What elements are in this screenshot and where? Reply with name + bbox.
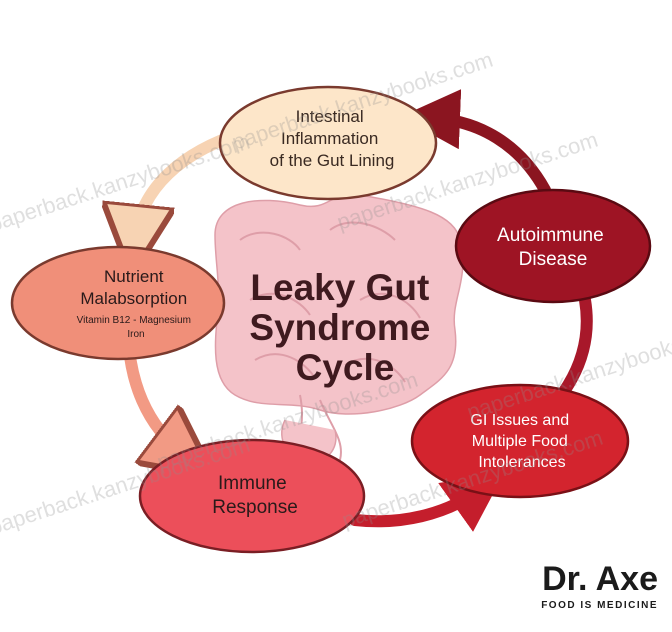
svg-text:GI Issues and Multiple F: GI Issues and Multiple Food Intolerances [470, 412, 573, 471]
node-gi-line-1: GI Issues and [470, 412, 569, 429]
brand-tagline: FOOD IS MEDICINE [541, 600, 658, 611]
node-nutrient-line-1: Nutrient [104, 267, 164, 286]
node-autoimmune-line-2: Disease [519, 249, 588, 270]
node-nutrient-sub-1: Vitamin B12 - Magnesium [77, 315, 191, 326]
node-gi-line-3: Intolerances [478, 454, 565, 471]
node-immune-line-2: Response [212, 497, 298, 518]
node-gi-line-2: Multiple Food [472, 433, 568, 450]
node-immune: Immune Response [138, 438, 366, 554]
node-inflammation-line-1: Intestinal [296, 107, 364, 126]
intestine-illustration [214, 193, 464, 464]
diagram-title: Leaky Gut Syndrome Cycle [249, 267, 440, 388]
svg-text:Autoimmune Disease: Autoimmune Disease [497, 225, 609, 270]
svg-text:Intestinal Inflammation: Intestinal Inflammation of the Gut Linin… [270, 107, 395, 170]
node-immune-line-1: Immune [218, 473, 287, 494]
cycle-arrows [128, 89, 593, 532]
arrow-immune-to-gi [349, 472, 505, 532]
brand-logo: Dr. Axe FOOD IS MEDICINE [541, 562, 658, 611]
title-line-1: Leaky Gut [250, 267, 429, 308]
node-nutrient-line-2: Malabsorption [80, 289, 187, 308]
svg-text:Leaky Gut Syndrome: Leaky Gut Syndrome Cycle [249, 267, 440, 388]
node-autoimmune: Autoimmune Disease [454, 188, 652, 304]
arrow-autoimmune-to-inflammation [400, 89, 551, 196]
node-inflammation: Intestinal Inflammation of the Gut Linin… [218, 85, 438, 201]
title-line-3: Cycle [296, 347, 395, 388]
node-autoimmune-line-1: Autoimmune [497, 225, 604, 246]
arrow-gi-to-autoimmune [559, 294, 593, 396]
node-nutrient-sub-2: Iron [127, 329, 144, 340]
node-inflammation-line-2: Inflammation [281, 129, 378, 148]
svg-text:Nutrient Malabsorption: Nutrient Malabsorption Vitamin B12 - Mag… [77, 267, 196, 340]
watermark-text: paperback.kanzybooks.com [0, 129, 253, 237]
svg-text:Immune Response: Immune Response [212, 473, 298, 518]
node-nutrient: Nutrient Malabsorption Vitamin B12 - Mag… [10, 245, 226, 361]
node-inflammation-line-3: of the Gut Lining [270, 151, 395, 170]
title-line-2: Syndrome [249, 307, 430, 348]
node-gi-issues: GI Issues and Multiple Food Intolerances [410, 383, 630, 499]
brand-name: Dr. Axe [542, 560, 658, 598]
